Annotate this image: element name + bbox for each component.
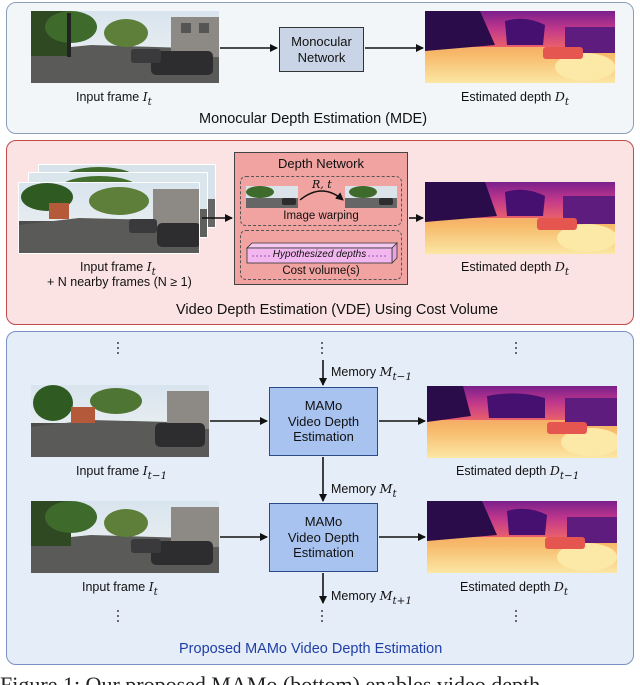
- memory-label-current: Memory Mt: [331, 481, 397, 500]
- mamo-video-depth-block: MAMo Video Depth Estimation: [269, 503, 378, 572]
- mamo-row1-input-label: Input frame It−1: [76, 463, 168, 482]
- mamo-row2-output-label: Estimated depth Dt: [460, 579, 569, 598]
- mamo-video-depth-block: MAMo Video Depth Estimation: [269, 387, 378, 456]
- ellipsis-dots: ···: [115, 332, 121, 362]
- warp-target-image: [345, 186, 397, 208]
- estimated-depth-image: [427, 386, 617, 458]
- vde-arrows: [202, 214, 424, 222]
- ellipsis-dots: ···: [513, 600, 519, 630]
- mde-output-label: Estimated depth Dt: [461, 89, 570, 108]
- estimated-depth-image: [425, 11, 615, 83]
- vde-input-label-line2: + N nearby frames (N ≥ 1): [47, 275, 192, 289]
- cost-volume-group: [240, 230, 402, 280]
- input-frame-image: [31, 11, 219, 83]
- input-frame-image: [18, 182, 200, 254]
- input-frame-image: [31, 385, 209, 457]
- image-warping-label: Image warping: [283, 210, 359, 222]
- hypothesized-depths-label: Hypothesized depths: [270, 249, 369, 260]
- vde-output-label: Estimated depth Dt: [461, 259, 570, 278]
- image-warping-group: [240, 176, 402, 226]
- mde-arrows: [220, 44, 424, 52]
- memory-label-next: Memory Mt+1: [331, 588, 412, 607]
- cost-volume-label: Cost volume(s): [282, 265, 360, 277]
- warp-arrow: [299, 190, 344, 201]
- ellipsis-dots: ···: [115, 600, 121, 630]
- ellipsis-dots: ···: [513, 332, 519, 362]
- estimated-depth-image: [425, 182, 615, 254]
- vde-input-label-line1: Input frame It: [80, 259, 156, 278]
- mamo-caption: Proposed MAMo Video Depth Estimation: [179, 641, 443, 657]
- monocular-network-block: Monocular Network: [279, 27, 364, 72]
- mde-input-label: Input frame It: [76, 89, 152, 108]
- mamo-row2-input-label: Input frame It: [82, 579, 158, 598]
- ellipsis-dots: ···: [319, 332, 325, 362]
- mde-caption: Monocular Depth Estimation (MDE): [199, 111, 428, 127]
- depth-network-title: Depth Network: [278, 156, 364, 171]
- ellipsis-dots: ···: [319, 600, 325, 630]
- memory-label-prev: Memory Mt−1: [331, 364, 412, 383]
- warp-symbol: R, t: [312, 178, 332, 191]
- estimated-depth-image: [427, 501, 617, 573]
- input-frame-image: [31, 501, 219, 573]
- vde-caption: Video Depth Estimation (VDE) Using Cost …: [176, 302, 499, 318]
- mamo-row1-output-label: Estimated depth Dt−1: [456, 463, 580, 482]
- warp-source-image: [246, 186, 298, 208]
- figure-caption: Figure 1: Our proposed MAMo (bottom) ena…: [0, 674, 640, 685]
